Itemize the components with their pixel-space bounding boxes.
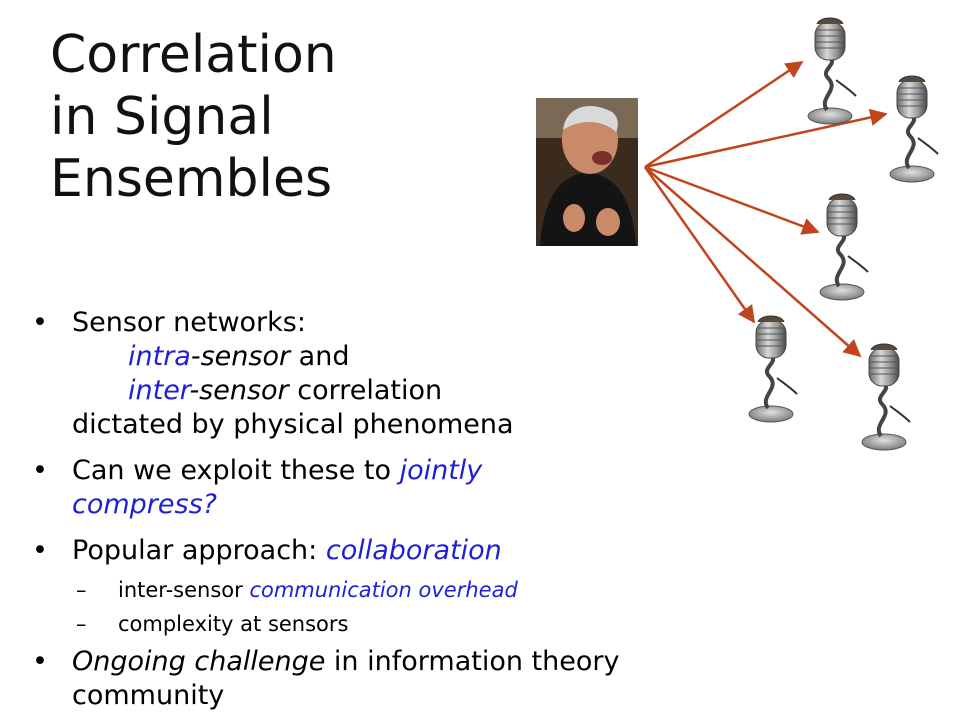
sub-bullet-dash: – — [76, 578, 87, 602]
sub-2-text: complexity at sensors — [118, 612, 349, 636]
bullet-1-line-1: Sensor networks: — [72, 307, 306, 338]
bullet-1-line-3: inter-sensor correlation — [72, 374, 762, 408]
inter-emphasis: inter — [128, 375, 190, 406]
arrows — [643, 60, 888, 358]
bullet-3-plain: Popular approach: — [72, 535, 326, 566]
slide-title: Correlation in Signal Ensembles — [50, 24, 470, 210]
correlation-text: correlation — [288, 375, 443, 406]
arrow-to-mic-2 — [644, 108, 888, 169]
bullet-dot: • — [32, 307, 48, 338]
arrow-to-mic-4 — [643, 166, 756, 324]
microphone-icon-1 — [806, 16, 858, 126]
bullet-sensor-networks: • Sensor networks: intra-sensor and inte… — [32, 306, 762, 442]
title-line-2: in Signal — [50, 87, 274, 147]
microphone-icon-3 — [818, 192, 870, 302]
jointly-emphasis: jointly — [399, 455, 483, 486]
sub-1-plain: inter-sensor — [118, 578, 250, 602]
title-line-1: Correlation — [50, 25, 337, 85]
bullet-2-line-2: compress? — [72, 489, 217, 520]
bullet-dot: • — [32, 646, 48, 677]
bullet-1-line-2: intra-sensor and — [72, 340, 762, 374]
bullet-4-plain: in information theory — [325, 646, 620, 677]
microphone-icon-5 — [860, 342, 912, 452]
and-text: and — [290, 341, 350, 372]
arrow-to-mic-3 — [644, 165, 820, 235]
bullet-1-line-4: dictated by physical phenomena — [72, 409, 514, 440]
sub-bullet-complexity: – complexity at sensors — [76, 610, 518, 638]
speaker-photo — [536, 98, 638, 246]
bullet-list-2: • Ongoing challenge in information theor… — [32, 645, 762, 725]
bullet-ongoing-challenge: • Ongoing challenge in information theor… — [32, 645, 762, 713]
arrow-to-mic-5 — [644, 166, 862, 358]
title-line-3: Ensembles — [50, 149, 333, 209]
bullet-dot: • — [32, 455, 48, 486]
bullet-3-line-1: Popular approach: collaboration — [72, 534, 762, 568]
sub-bullet-list: – inter-sensor communication overhead – … — [32, 576, 518, 644]
intra-emphasis: intra — [128, 341, 191, 372]
inter-sensor-text: -sensor — [189, 375, 289, 406]
bullet-dot: • — [32, 535, 48, 566]
collaboration-emphasis: collaboration — [325, 535, 502, 566]
communication-overhead-emphasis: communication overhead — [249, 578, 518, 602]
bullet-jointly-compress: • Can we exploit these to jointly compre… — [32, 454, 762, 522]
bullet-2-line-1: Can we exploit these to jointly — [72, 454, 762, 488]
arrow-to-mic-1 — [644, 60, 804, 169]
bullet-2-plain: Can we exploit these to — [72, 455, 400, 486]
bullet-list: • Sensor networks: intra-sensor and inte… — [32, 306, 762, 580]
bullet-4-line-1: Ongoing challenge in information theory — [72, 645, 762, 679]
sub-bullet-dash: – — [76, 612, 87, 636]
bullet-4-line-2: community — [72, 680, 225, 711]
intra-sensor-text: -sensor — [190, 341, 291, 372]
ongoing-challenge-emphasis: Ongoing challenge — [72, 646, 326, 677]
sub-bullet-communication: – inter-sensor communication overhead — [76, 576, 518, 604]
bullet-popular-approach: • Popular approach: collaboration — [32, 534, 762, 568]
microphone-icon-2 — [888, 74, 940, 184]
